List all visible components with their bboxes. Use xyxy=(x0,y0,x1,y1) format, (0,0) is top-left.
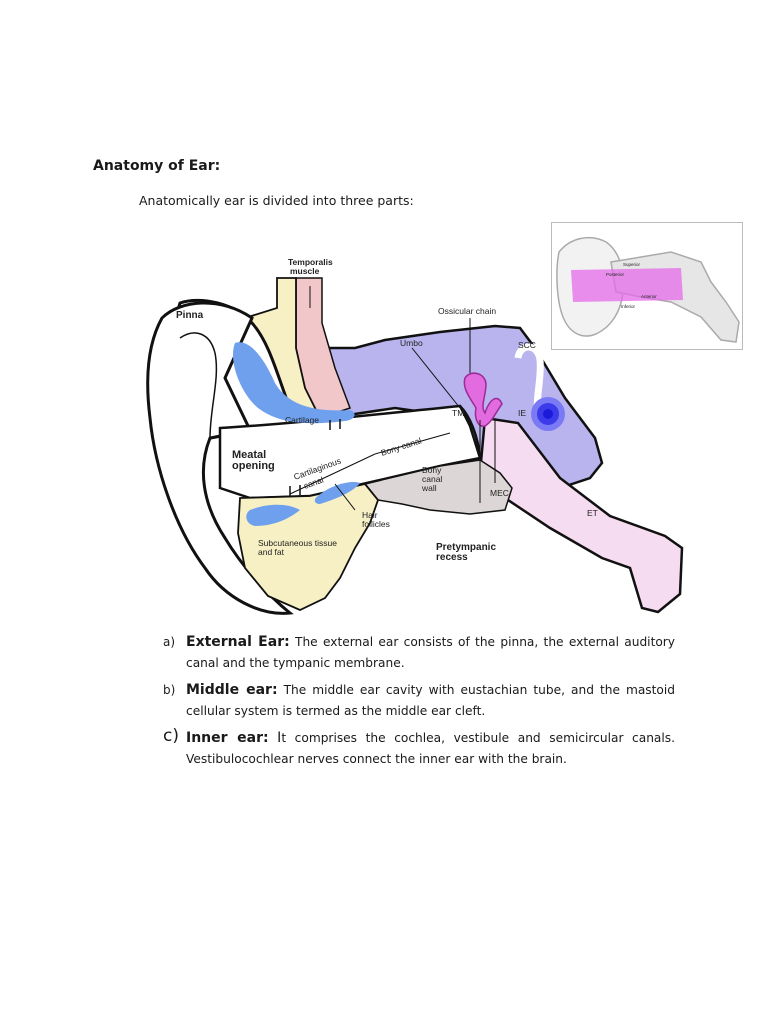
label-meatal: Meatal xyxy=(232,449,266,461)
label-subcutaneous: Subcutaneous tissue xyxy=(258,538,337,548)
list-marker-b: b) xyxy=(163,683,176,697)
term-middle-ear: Middle ear xyxy=(186,682,272,698)
label-bony-canal-wall: Bony xyxy=(422,465,442,475)
inset-highlight-plane xyxy=(571,268,683,302)
eustachian-tube xyxy=(478,416,684,614)
cartilage-blue-upper xyxy=(232,342,355,424)
list-marker-a: a) xyxy=(163,635,176,649)
list-item-inner-ear: c) Inner ear: It comprises the cochlea, … xyxy=(163,726,676,766)
tympanic-membrane xyxy=(459,405,482,459)
svg-text:canal: canal xyxy=(422,474,442,484)
label-et: ET xyxy=(587,508,598,518)
page-heading: Anatomy of Ear: xyxy=(93,158,221,174)
label-temporalis: Temporalis xyxy=(288,257,333,267)
svg-text:wall: wall xyxy=(421,483,437,493)
ear-parts-list: a) External Ear: The external ear consis… xyxy=(163,632,675,776)
label-tm: TM xyxy=(452,408,464,418)
term-inner-ear: Inner ear xyxy=(186,730,263,746)
middle-ear-description: The middle ear cavity with eustachian tu… xyxy=(186,683,676,718)
svg-text:muscle: muscle xyxy=(290,266,320,276)
svg-text:opening: opening xyxy=(232,460,275,472)
cartilage-blue-lower-1 xyxy=(246,504,300,526)
semicircular-canal xyxy=(514,343,544,419)
label-pinna: Pinna xyxy=(176,310,204,321)
cartilage-blue-lower-2 xyxy=(314,482,360,504)
inner-ear-description: t comprises the cochlea, vestibule and s… xyxy=(186,731,676,766)
external-ear-description: The external ear consists of the pinna, … xyxy=(186,635,676,670)
list-marker-c: c) xyxy=(163,726,179,746)
ear-anatomy-diagram: Temporalis muscle Pinna Ossicular chain … xyxy=(146,257,684,615)
inset-label-inferior: Inferior xyxy=(621,304,636,309)
label-ie: IE xyxy=(518,408,526,418)
label-scc: SCC xyxy=(518,340,536,350)
inset-label-superior: Superior xyxy=(623,262,641,267)
bony-canal-wall xyxy=(363,459,513,515)
intro-text: Anatomically ear is divided into three p… xyxy=(139,193,414,208)
svg-text:follicles: follicles xyxy=(362,519,390,529)
label-umbo: Umbo xyxy=(400,338,423,348)
inset-label-anterior: Anterior xyxy=(641,294,657,299)
list-item-middle-ear: b) Middle ear: The middle ear cavity wit… xyxy=(163,682,676,718)
svg-text:and fat: and fat xyxy=(258,547,285,557)
term-external-ear: External Ear xyxy=(186,634,285,650)
inset-label-posterior: Posterior xyxy=(606,272,625,277)
svg-text:recess: recess xyxy=(436,552,468,563)
list-item-external-ear: a) External Ear: The external ear consis… xyxy=(163,634,676,670)
label-pretympanic: Pretympanic xyxy=(436,542,496,553)
label-mec: MEC xyxy=(490,488,509,498)
label-cartilage: Cartilage xyxy=(285,415,319,425)
ossicular-chain xyxy=(463,372,503,427)
label-hair: Hair xyxy=(362,510,378,520)
label-ossicular-chain: Ossicular chain xyxy=(438,306,496,316)
ear-orientation-inset: Superior Posterior Anterior Inferior xyxy=(551,222,743,350)
